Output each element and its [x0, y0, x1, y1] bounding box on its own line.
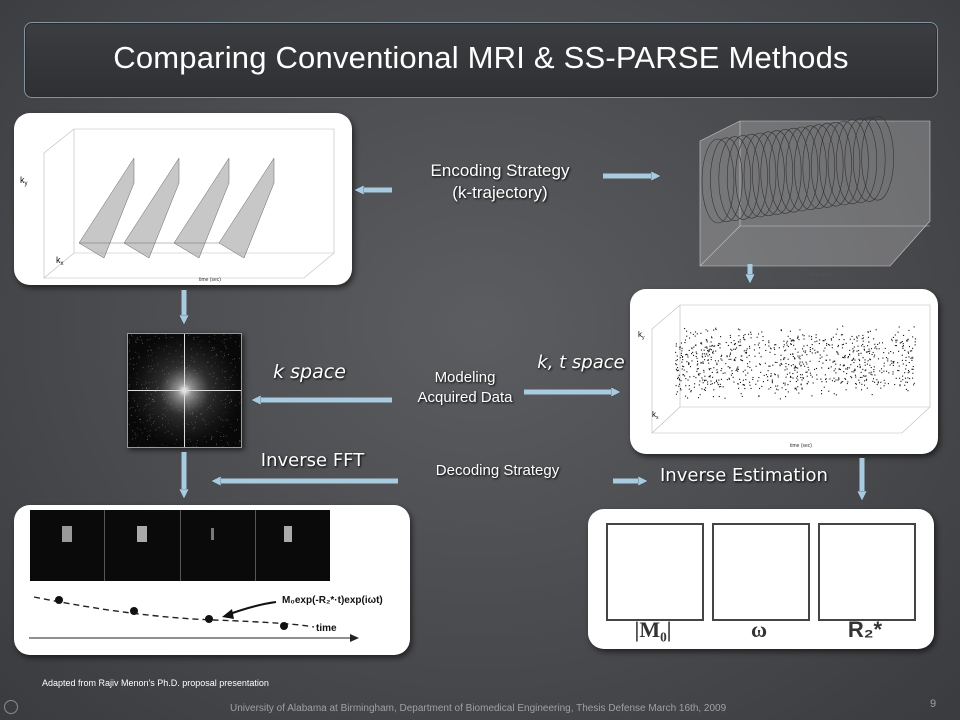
parameter-maps-panel: |M₀| ω R₂*: [588, 509, 934, 649]
param-m0-label: |M₀|: [634, 617, 672, 642]
decay-formula: M₀exp(-R₂*·t)exp(iωt): [282, 595, 383, 606]
cartesian-trajectory-panel: ky kx time (sec): [14, 113, 352, 285]
spiral-trajectory-plot: time (sec): [699, 115, 931, 278]
page-number: 9: [930, 698, 937, 710]
decay-curve: M₀exp(-R₂*·t)exp(iωt) time: [29, 595, 383, 642]
frame-2: [105, 510, 181, 581]
encoding-strategy-label: Encoding Strategy (k-trajectory): [430, 161, 570, 202]
kx-axis-label: kx: [56, 255, 64, 267]
spiral-time-label: time (sec): [810, 272, 832, 278]
image-series-panel: M₀exp(-R₂*·t)exp(iωt) time: [14, 505, 410, 655]
frame-4: [256, 510, 330, 581]
slide-title: Comparing Conventional MRI & SS-PARSE Me…: [113, 40, 849, 75]
decoding-strategy-label: Decoding Strategy: [435, 462, 560, 479]
decay-time-label: time: [316, 623, 337, 634]
modeling-acquired-data-label: Modeling Acquired Data: [417, 369, 513, 406]
map-m0: [606, 523, 704, 621]
footer-logo-icon: [4, 700, 18, 714]
k-space-label: k space: [273, 361, 346, 383]
kt-space-label: k, t space: [537, 352, 625, 373]
kt-ky-label: ky: [638, 330, 645, 341]
source-note: Adapted from Rajiv Menon's Ph.D. proposa…: [42, 678, 269, 688]
cartesian-trajectory-plot: ky kx time (sec): [20, 128, 335, 283]
kt-time-label: time (sec): [790, 443, 812, 449]
time-axis-label: time (sec): [199, 277, 221, 283]
kt-space-panel: ky kx time (sec): [630, 289, 938, 454]
param-omega-label: ω: [750, 617, 768, 642]
footer-text: University of Alabama at Birmingham, Dep…: [230, 703, 727, 714]
frame-3: [181, 510, 256, 581]
param-r2-label: R₂*: [847, 617, 883, 642]
ky-axis-label: ky: [20, 175, 28, 187]
inverse-fft-label: Inverse FFT: [260, 450, 365, 471]
k-space-image: [127, 333, 242, 448]
image-strip: [30, 510, 330, 581]
kt-kx-label: kx: [652, 410, 659, 421]
kt-space-scatter-plot: ky kx time (sec): [638, 304, 931, 449]
title-box: Comparing Conventional MRI & SS-PARSE Me…: [24, 22, 938, 98]
map-r2: [818, 523, 916, 621]
inverse-estimation-label: Inverse Estimation: [660, 465, 828, 486]
map-omega: [712, 523, 810, 621]
frame-1: [30, 510, 106, 581]
spiral-trajectory-plot-area: time (sec): [680, 115, 945, 281]
